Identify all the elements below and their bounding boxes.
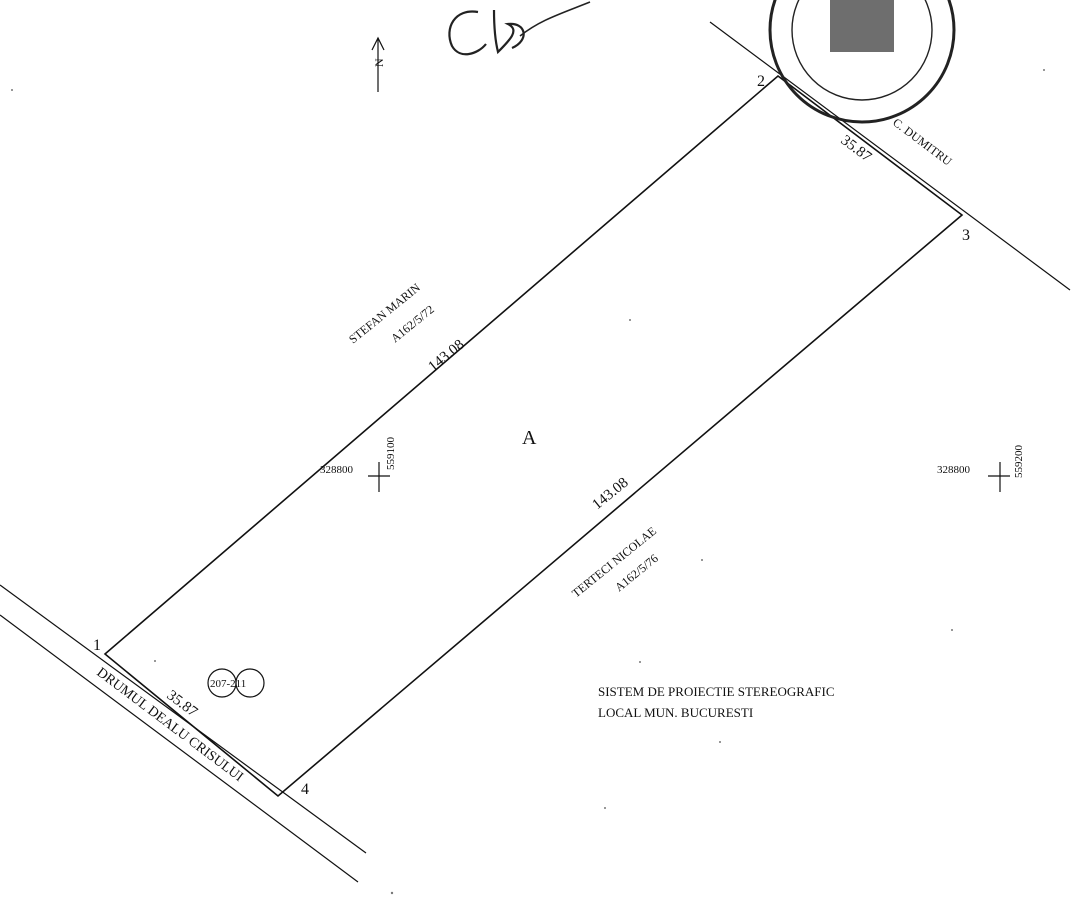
official-stamp [768,0,956,124]
signature [448,1,591,56]
grid-x-label: 328800 [320,464,354,476]
parcel-polygon [103,74,964,798]
side-3-4-length: 143.08 [589,475,631,513]
side-1-2-length: 143.08 [425,337,467,375]
north-arrow-icon: N [371,36,386,92]
scan-speckles [11,69,1045,895]
neighbor-ne-name: C. DUMITRU [890,115,955,169]
point-1-label: 1 [93,637,101,654]
parcel-label: A [522,427,537,449]
stamp-crest-icon [830,0,894,52]
projection-note-line-1: SISTEM DE PROIECTIE STEREOGRAFIC [598,684,835,699]
grid-y-label: 559100 [385,437,397,471]
grid-x-label: 328800 [937,464,971,476]
neighbor-nw-name: STEFAN MARIN [346,280,423,346]
grid-y-label: 559200 [1013,445,1025,479]
side-2-3-length: 35.87 [838,132,875,165]
grid-mark-1: 328800 559100 [320,437,397,492]
point-2-label: 2 [757,73,765,90]
grid-mark-2: 328800 559200 [937,445,1025,492]
north-label: N [372,58,386,67]
road-edge-lower [0,614,359,883]
lot-number: 207-211 [210,678,246,690]
point-3-label: 3 [962,227,970,244]
lot-circle-right [235,668,265,698]
northeast-boundary-line [709,21,1071,291]
projection-note-line-2: LOCAL MUN. BUCURESTI [598,705,753,720]
lot-number-marker: 207-211 [207,668,265,698]
point-4-label: 4 [301,781,309,798]
